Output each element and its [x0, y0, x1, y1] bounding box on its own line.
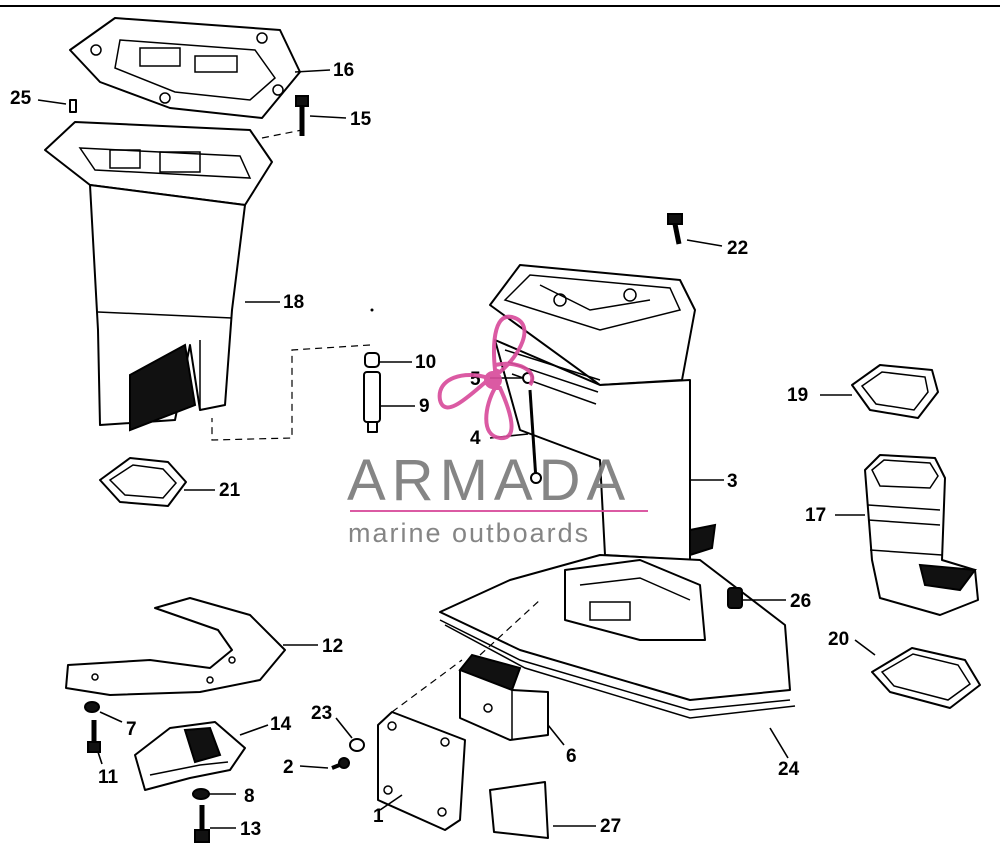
callout-24: 24: [778, 759, 800, 780]
watermark-title: ARMADA: [347, 448, 631, 513]
callout-7: 7: [126, 719, 137, 740]
callout-27: 27: [600, 816, 621, 837]
part-8-washer: [192, 788, 210, 800]
callout-8: 8: [244, 786, 255, 807]
part-20-seal: [871, 647, 981, 709]
part-1-cover: [377, 711, 466, 831]
part-4-bolt: [528, 389, 542, 484]
callout-15: 15: [350, 109, 372, 130]
callout-12: 12: [322, 636, 343, 657]
part-19-seal: [851, 364, 939, 419]
callout-14: 14: [270, 714, 292, 735]
part-9-tube: [363, 371, 381, 433]
part-25-pin: [69, 99, 77, 113]
armada-watermark: ARMADA marine outboards: [347, 314, 648, 548]
part-2-screw: [331, 757, 350, 770]
callout-22: 22: [727, 238, 748, 259]
callout-labels: 1 2 3 4 5 6 7 8 9 10 11 12 13 14 15 16 1…: [10, 60, 849, 840]
part-26-plug: [727, 587, 743, 609]
part-22-bolt: [667, 213, 683, 245]
callout-20: 20: [828, 629, 849, 650]
part-21-seal: [99, 457, 187, 507]
callout-26: 26: [790, 591, 811, 612]
part-16-gasket: [69, 17, 301, 119]
part-18-housing: [44, 121, 273, 432]
part-7-washer: [84, 701, 100, 713]
callout-6: 6: [566, 746, 577, 767]
alignment-line-2: [479, 599, 541, 656]
callout-16: 16: [333, 60, 354, 81]
part-14-bracket: [134, 721, 246, 791]
callout-5: 5: [470, 369, 481, 390]
callout-21: 21: [219, 480, 241, 501]
part-11-bolt: [87, 720, 101, 753]
alignment-bracket: [211, 344, 371, 441]
part-17-tube: [864, 454, 979, 616]
callout-19: 19: [787, 385, 808, 406]
alignment-line-1: [391, 659, 463, 713]
part-13-bolt: [194, 805, 210, 843]
callout-11: 11: [98, 767, 119, 788]
part-6-block: [458, 653, 549, 741]
part-27-label: [489, 781, 549, 839]
part-10-bushing: [364, 352, 380, 368]
callout-17: 17: [805, 505, 826, 526]
alignment-dot: [370, 308, 374, 312]
part-24-strip: [444, 624, 796, 719]
part-12-plate: [65, 597, 286, 696]
callout-1: 1: [373, 806, 384, 827]
callout-2: 2: [283, 757, 294, 778]
callout-4: 4: [470, 428, 481, 449]
part-23-washer: [349, 738, 365, 752]
callout-18: 18: [283, 292, 304, 313]
part-3-housing: [439, 264, 791, 711]
callout-23: 23: [311, 703, 332, 724]
callout-3: 3: [727, 471, 738, 492]
propeller-hub: [484, 371, 502, 389]
callout-9: 9: [419, 396, 430, 417]
callout-25: 25: [10, 88, 32, 109]
part-15-bolt: [295, 95, 309, 136]
callout-10: 10: [415, 352, 436, 373]
propeller-logo-icon: [437, 314, 535, 440]
watermark-subtitle: marine outboards: [348, 518, 590, 548]
callout-13: 13: [240, 819, 261, 840]
